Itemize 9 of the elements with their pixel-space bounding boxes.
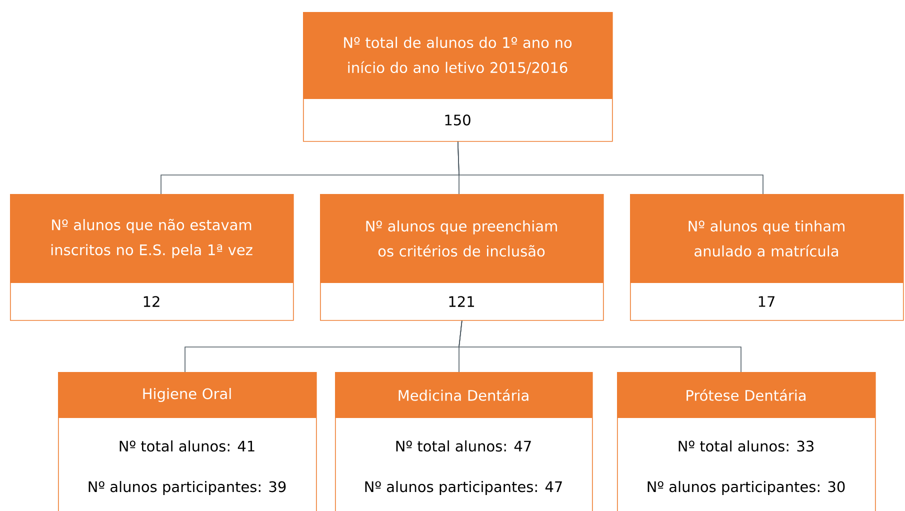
org-chart-box: Nº alunos que preenchiam os critérios de inclusão 121 [320, 194, 604, 321]
org-chart-box: Medicina Dentária Nº total alunos: 47 Nº alunos participantes: 47 [335, 372, 593, 511]
org-chart-box: Higiene Oral Nº total alunos: 41 Nº alunos participantes: 39 [58, 372, 317, 511]
connector-line [458, 320, 742, 372]
org-chart-box: Nº total de alunos do 1º ano no início do ano letivo 2015/2016 150 [303, 12, 613, 142]
org-chart-box: Nº alunos que não estavam inscritos no E.S. pela 1ª vez 12 [10, 194, 294, 321]
connector-line [458, 141, 764, 194]
org-chart-box: Nº alunos que tinham anulado a matrícula 17 [630, 194, 904, 321]
org-chart-box: Prótese Dentária Nº total alunos: 33 Nº alunos participantes: 30 [617, 372, 876, 511]
